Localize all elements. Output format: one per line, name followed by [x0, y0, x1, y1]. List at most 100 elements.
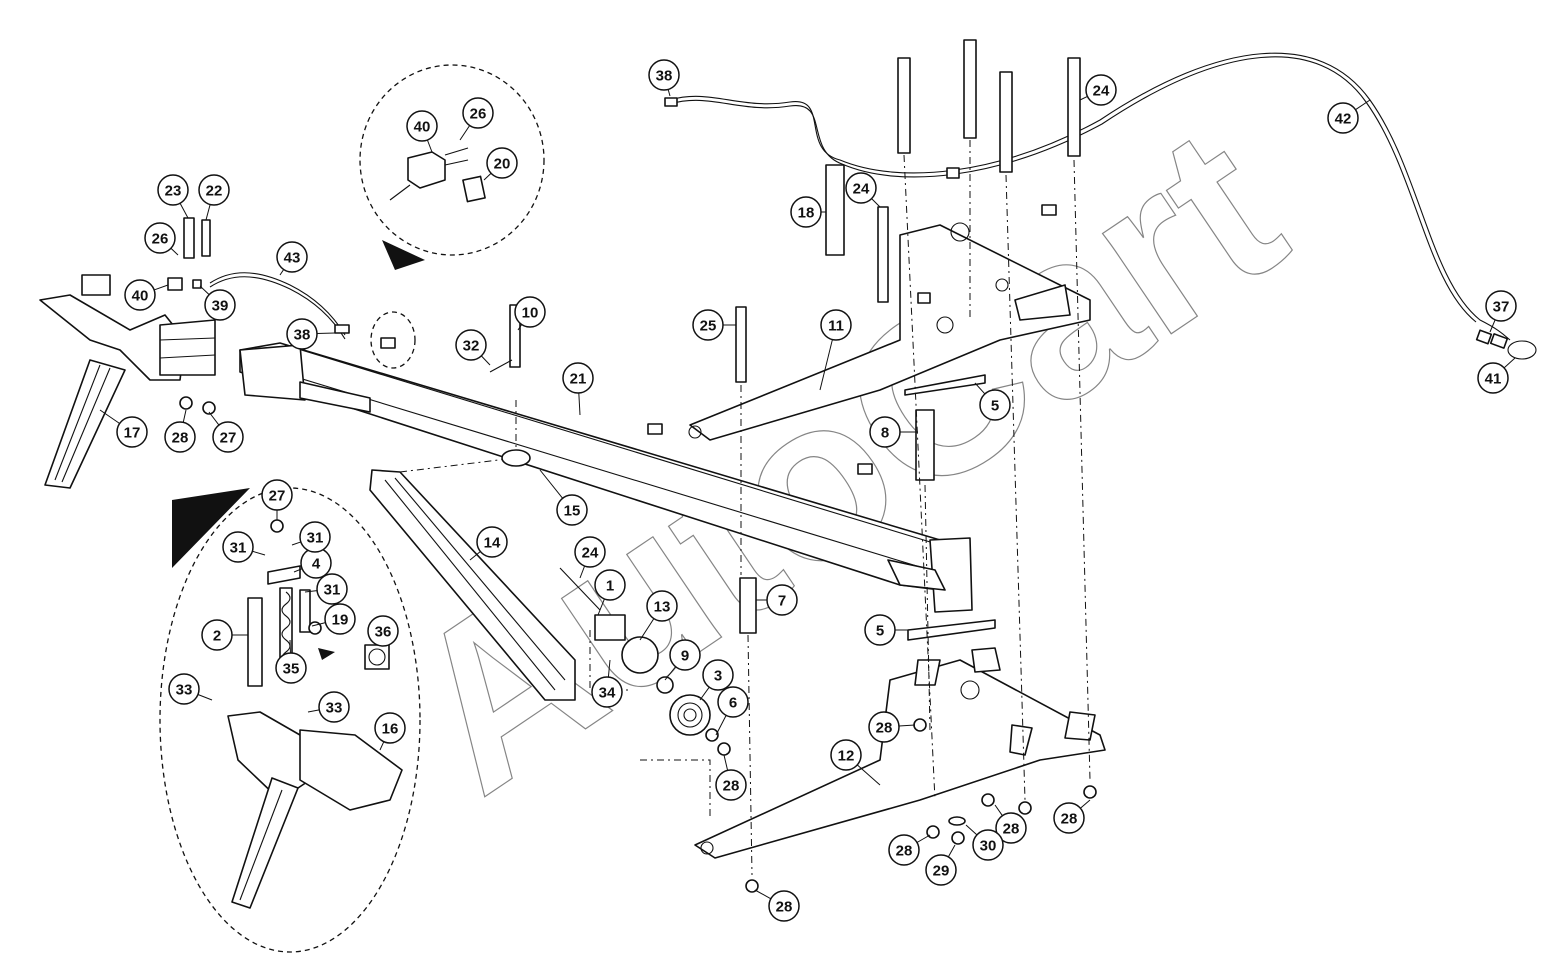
- callout-number: 37: [1493, 299, 1510, 316]
- callout-bubble: [275, 652, 307, 684]
- callout-bubble: [201, 619, 233, 651]
- callout-bubble: [124, 279, 156, 311]
- callout-number: 28: [1003, 821, 1020, 838]
- callout-leader: [597, 598, 605, 616]
- callout-leader: [667, 89, 671, 97]
- callout-bubble: [868, 711, 900, 743]
- callout-26: 26: [459, 97, 494, 141]
- callout-leader: [699, 686, 710, 701]
- callout-28: 28: [994, 804, 1027, 844]
- callout-37: 37: [1485, 290, 1517, 333]
- lower-plate: [694, 374, 1106, 859]
- callout-bubble: [830, 739, 862, 771]
- callout-bubble: [299, 521, 331, 553]
- callout-number: 7: [778, 593, 786, 610]
- callout-bubble: [324, 603, 356, 635]
- callout-42: 42: [1327, 99, 1371, 134]
- callout-number: 38: [294, 327, 311, 344]
- callout-bubble: [1053, 802, 1085, 834]
- callout-13: 13: [639, 590, 678, 641]
- callout-bubble: [594, 569, 626, 601]
- callout-number: 16: [382, 721, 399, 738]
- callout-leader: [197, 694, 213, 701]
- callout-leader: [856, 764, 881, 786]
- callouts: 1234556789101112131415161718192021222324…: [99, 59, 1517, 922]
- callout-leader: [723, 754, 729, 771]
- callout-leader: [279, 269, 285, 276]
- callout-35: 35: [275, 639, 307, 684]
- callout-number: 14: [484, 535, 501, 552]
- callout-number: 17: [124, 425, 141, 442]
- callout-bubble: [979, 389, 1011, 421]
- callout-number: 32: [463, 338, 480, 355]
- callout-leader: [974, 382, 986, 395]
- callout-number: 2: [213, 628, 221, 645]
- callout-bubble: [204, 289, 236, 321]
- callout-20: 20: [483, 147, 518, 181]
- callout-leader: [205, 204, 211, 221]
- callout-leader: [252, 550, 266, 556]
- callout-32: 32: [455, 329, 491, 366]
- nuts: [179, 396, 1097, 893]
- callout-14: 14: [469, 526, 508, 561]
- clevis: [501, 400, 531, 467]
- callout-3: 3: [699, 659, 734, 701]
- callout-number: 22: [206, 183, 223, 200]
- callout-28: 28: [754, 889, 800, 922]
- callout-bubble: [556, 494, 588, 526]
- callout-leader: [916, 834, 931, 843]
- callout-bubble: [144, 222, 176, 254]
- callout-number: 43: [284, 250, 301, 267]
- callout-6: 6: [715, 686, 749, 736]
- callout-leader: [316, 332, 336, 335]
- callout-bubble: [864, 614, 896, 646]
- callout-number: 3: [714, 668, 722, 685]
- callout-31: 31: [222, 531, 266, 563]
- callout-number: 24: [582, 545, 599, 562]
- callout-leader: [965, 824, 978, 836]
- detail-oval-jack: [159, 487, 421, 953]
- callout-8: 8: [869, 416, 918, 448]
- callout-12: 12: [830, 739, 881, 786]
- callout-number: 28: [876, 720, 893, 737]
- callout-22: 22: [198, 174, 230, 221]
- callout-23: 23: [157, 174, 189, 219]
- callout-number: 18: [798, 205, 815, 222]
- callout-number: 24: [853, 181, 870, 198]
- callout-leader: [578, 392, 581, 416]
- callout-number: 31: [307, 530, 324, 547]
- callout-number: 34: [599, 685, 616, 702]
- callout-number: 21: [570, 371, 587, 388]
- callout-bubble: [462, 97, 494, 129]
- callout-2: 2: [201, 619, 248, 651]
- callout-leader: [1489, 319, 1496, 333]
- callout-leader: [293, 568, 303, 573]
- callout-leader: [208, 411, 220, 426]
- callout-leader: [304, 590, 318, 593]
- callout-leader: [1079, 95, 1088, 101]
- hose-coupling: [1475, 329, 1537, 360]
- callout-number: 33: [176, 682, 193, 699]
- callout-number: 27: [269, 488, 286, 505]
- callout-leader: [311, 622, 326, 627]
- callout-16: 16: [374, 712, 406, 751]
- callout-30: 30: [965, 824, 1004, 861]
- callout-27: 27: [261, 479, 293, 520]
- callout-bubble: [669, 639, 701, 671]
- hitch-stand: [39, 274, 216, 489]
- callout-bubble: [925, 854, 957, 886]
- callout-bubble: [367, 615, 399, 647]
- callout-5: 5: [974, 382, 1011, 421]
- callout-number: 6: [729, 695, 737, 712]
- callout-leader: [199, 285, 210, 296]
- callout-26: 26: [144, 222, 179, 256]
- callout-leader: [664, 666, 677, 681]
- callout-number: 35: [283, 661, 300, 678]
- callout-leader: [459, 125, 471, 141]
- callout-bubble: [768, 890, 800, 922]
- callout-number: 33: [326, 700, 343, 717]
- callout-34: 34: [591, 659, 623, 708]
- callout-bubble: [318, 691, 350, 723]
- callout-bubble: [1485, 290, 1517, 322]
- diagonal-arm: [369, 457, 576, 701]
